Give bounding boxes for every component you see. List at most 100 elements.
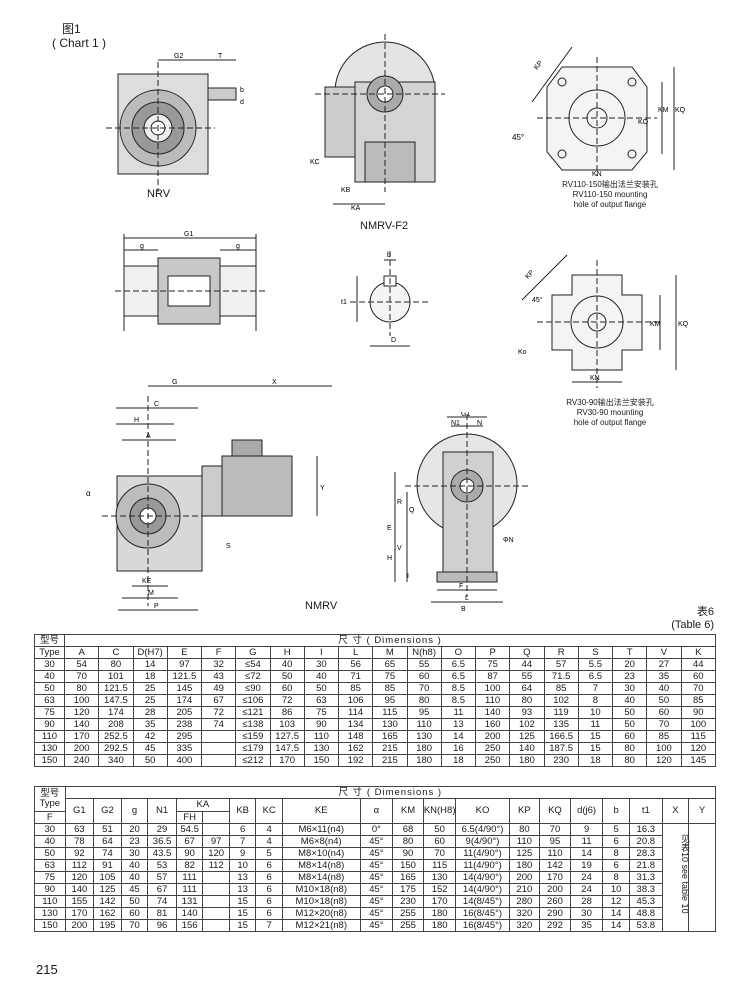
t1-cell: 150 <box>303 754 340 767</box>
t2-cell: 19 <box>569 859 604 872</box>
t1-cell: 30 <box>303 658 340 671</box>
t1-cell: 60 <box>680 670 716 683</box>
t2-cell: 111 <box>175 883 204 896</box>
t1-cell: 60 <box>269 682 305 695</box>
t2-type-cell: 30 <box>34 823 66 836</box>
t1-type-cell: 50 <box>34 682 65 695</box>
t1-cell: 120 <box>63 706 100 719</box>
t1-cell: 8 <box>577 694 614 707</box>
t1-cell: 75 <box>474 658 511 671</box>
t2-cell: 162 <box>93 907 122 920</box>
t2-cell: 10 <box>602 883 630 896</box>
t2-type-cn: 型号 Type <box>34 786 66 812</box>
t2-cell: 53 <box>147 859 177 872</box>
t1-cell: 40 <box>611 694 648 707</box>
t1-cell: 80 <box>63 682 100 695</box>
nmrv-f2-label-ka: KA <box>351 205 361 212</box>
t2-cell: 200 <box>508 871 541 884</box>
t2-cell: 11(4/90°) <box>455 847 510 860</box>
t1-cell: 13 <box>440 718 477 731</box>
t2-cell: 105 <box>93 871 122 884</box>
nmrv-label-x: X <box>272 379 277 386</box>
t1-cell: 72 <box>200 706 237 719</box>
nmrv-f2-drawing: KC KB KA <box>310 34 445 212</box>
t2-cell: 14(4/90°) <box>455 883 510 896</box>
t2-cell: 6.5(4/90°) <box>455 823 510 836</box>
t2-cell: 131 <box>175 895 204 908</box>
t2-cell: 74 <box>147 895 177 908</box>
t1-cell: 120 <box>680 742 716 755</box>
t1-col-header: E <box>166 646 203 659</box>
t2-cell: 16(8/45°) <box>455 907 510 920</box>
t1-cell: 6.5 <box>440 670 477 683</box>
t2-cell: M10×18(n8) <box>281 883 361 896</box>
t2-cell: 4 <box>255 835 283 848</box>
t2-cell: M10×18(n8) <box>281 895 361 908</box>
t1-cell: 140 <box>63 718 100 731</box>
t2-cell: 110 <box>539 847 571 860</box>
nrv-caption: NRV <box>147 188 171 200</box>
t1-cell: 64 <box>509 682 545 695</box>
t2-cell <box>202 883 230 896</box>
t2-cell: 78 <box>64 835 95 848</box>
t1-cell: 75 <box>372 670 408 683</box>
t1-cell: 25 <box>132 682 168 695</box>
end-label-n1: N1 <box>451 420 460 427</box>
t2-cell: 60 <box>120 907 149 920</box>
t2-cell: 45° <box>359 907 394 920</box>
t2-cell: 8 <box>602 847 630 860</box>
t2-col-header: KA <box>175 798 230 812</box>
t2-cell: 230 <box>392 895 424 908</box>
t2-cell: 255 <box>392 919 424 932</box>
t1-cell: 35 <box>646 670 682 683</box>
flange-110-label-kq: KQ <box>675 107 686 114</box>
t2-cell: 21.8 <box>628 859 663 872</box>
t1-cell: 145 <box>166 682 203 695</box>
t2-type-cell: 75 <box>34 871 66 884</box>
t1-cell: ≤72 <box>235 670 271 683</box>
t1-cell: 135 <box>543 718 579 731</box>
t1-cell: 80 <box>406 694 442 707</box>
end-view-drawing: G1 N1 N R E Q V H ΦN F L B I <box>387 412 530 612</box>
t1-cell: ≤90 <box>235 682 271 695</box>
t1-cell: 85 <box>372 682 408 695</box>
t2-cell: 45° <box>359 859 394 872</box>
t1-cell: 63 <box>303 694 340 707</box>
t1-cell: 40 <box>646 682 682 695</box>
t2-cell: 28.3 <box>628 847 663 860</box>
t1-type-cell: 30 <box>34 658 65 671</box>
t1-cell: 40 <box>303 670 340 683</box>
shaft-label-g1: G1 <box>184 231 193 238</box>
t1-cell: 70 <box>406 682 442 695</box>
t2-type-cell: 90 <box>34 883 66 896</box>
t1-col-header: C <box>98 646 134 659</box>
t2-y-merged <box>688 823 716 932</box>
t1-cell <box>200 754 237 767</box>
nmrv-label-m: M <box>148 590 154 597</box>
t1-cell: 95 <box>406 706 442 719</box>
t2-cell: 156 <box>175 919 204 932</box>
t2-cell: 38.3 <box>628 883 663 896</box>
t1-cell: 87 <box>474 670 511 683</box>
t2-cell: 255 <box>392 907 424 920</box>
t1-cell: 101 <box>98 670 134 683</box>
t1-cell: 30 <box>611 682 648 695</box>
t2-type-cell: 150 <box>34 919 66 932</box>
t2-col-header: KM <box>392 798 424 824</box>
t1-dims-header: 尺 寸 ( Dimensions ) <box>64 634 716 647</box>
t2-cell: 260 <box>539 895 571 908</box>
t1-cell: 7 <box>577 682 614 695</box>
t1-cell: 95 <box>372 694 408 707</box>
t2-cell: 96 <box>147 919 177 932</box>
t1-cell: 8.5 <box>440 682 477 695</box>
t2-cell: 200 <box>64 919 95 932</box>
t1-cell: 11 <box>577 718 614 731</box>
t2-cell: 150 <box>392 859 424 872</box>
t1-cell: 200 <box>63 742 100 755</box>
t2-cell: 15 <box>228 895 257 908</box>
t1-cell: 240 <box>63 754 100 767</box>
t2-ka-subheader: FH <box>175 811 204 824</box>
